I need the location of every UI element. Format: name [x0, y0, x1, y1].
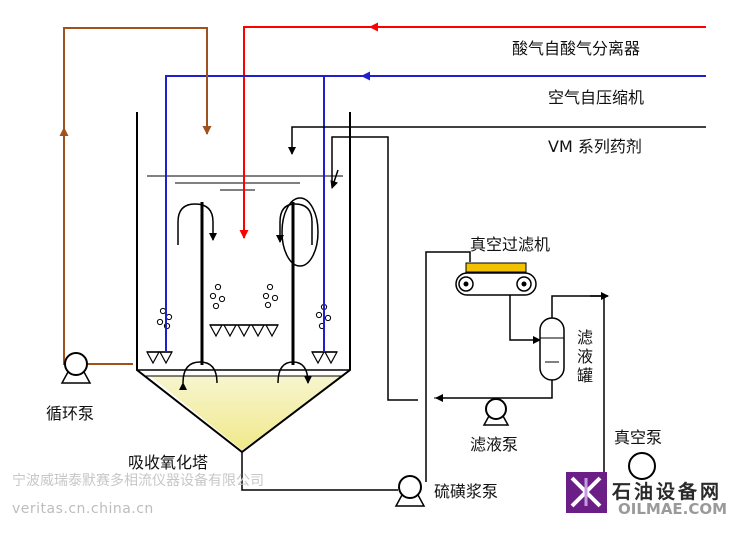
circulation-arrow-right-bottom [277, 361, 312, 384]
filtrate-pump [482, 398, 510, 426]
brand-url: OILMAE.COM [618, 500, 728, 518]
brand-logo [566, 472, 607, 513]
vacuum-filter-label: 真空过滤机 [470, 235, 551, 254]
vacuum-pump [628, 452, 656, 480]
circulation-pump [60, 352, 92, 384]
absorption-tower-label: 吸收氧化塔 [128, 453, 209, 472]
vm-chemical-label: VM 系列药剂 [548, 137, 642, 156]
filtrate-pump-label: 滤液泵 [470, 435, 519, 454]
filtrate-line [435, 380, 553, 402]
vm-chemical-line [288, 126, 706, 155]
sparger-right [310, 351, 339, 365]
slurry-suction-line [241, 452, 398, 491]
circulation-pump-label: 循环泵 [46, 404, 95, 423]
air-bubbles [156, 283, 332, 330]
slurry-pump [394, 475, 426, 507]
vacuum-line [551, 295, 605, 478]
circulation-arrow-left-bottom [178, 361, 218, 391]
brand-name: 石油设备网 [612, 481, 723, 503]
circulation-loop-right [281, 197, 319, 267]
slurry-pump-label: 硫磺浆泵 [434, 482, 499, 501]
acid-gas-label: 酸气自酸气分离器 [512, 39, 641, 58]
sparger-center [208, 324, 280, 338]
watermark-url: veritas.cn.china.cn [12, 501, 154, 517]
air-line [165, 75, 706, 352]
sparger-left [145, 351, 174, 365]
overflow-line [331, 136, 418, 401]
sludge-fill [150, 376, 345, 450]
circulation-arrow-right-top [276, 203, 313, 245]
vacuum-filter [455, 262, 537, 296]
filtrate-tank-label: 滤液罐 [576, 328, 593, 385]
circulation-arrow-left-top [177, 203, 217, 245]
recirculation-line [63, 27, 212, 365]
watermark-company: 宁波威瑞泰默赛多相流仪器设备有限公司 [12, 473, 264, 489]
filter-to-tank-line [509, 295, 541, 344]
vacuum-pump-label: 真空泵 [614, 428, 663, 447]
filtrate-tank [539, 317, 565, 381]
slurry-discharge-line [425, 251, 471, 482]
air-label: 空气自压缩机 [548, 88, 645, 107]
